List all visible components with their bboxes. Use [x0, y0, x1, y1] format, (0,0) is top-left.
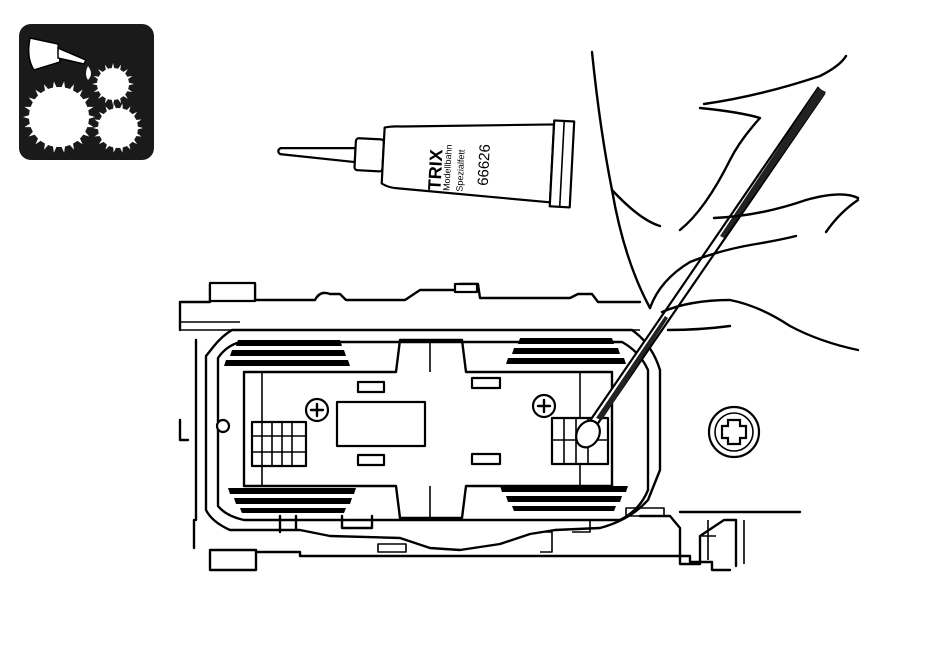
gear-small-top-icon: [92, 63, 134, 105]
locomotive-chassis: [180, 283, 800, 570]
axle-cover-top-left: [224, 340, 350, 366]
gear-block-left: [252, 422, 306, 466]
grease-tube: TRIX Modellbahn Spezialfett 66626: [276, 106, 574, 207]
axle-cover-bottom-left: [228, 488, 356, 513]
axle-cover-bottom-right: [500, 486, 628, 511]
screw-icon: [533, 395, 555, 417]
hand-with-applicator: [571, 52, 858, 452]
screw-icon: [709, 407, 759, 457]
lubrication-gears-icon: [19, 24, 154, 160]
center-plate: [337, 402, 425, 446]
axle-cover-top-right: [506, 338, 626, 364]
tube-article-number: 66626: [475, 144, 494, 187]
screw-icon: [306, 399, 328, 421]
